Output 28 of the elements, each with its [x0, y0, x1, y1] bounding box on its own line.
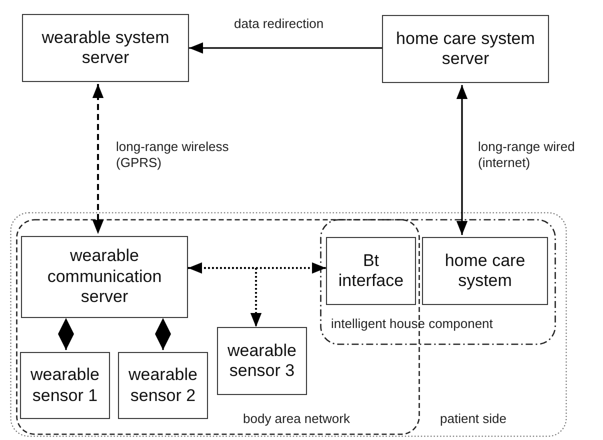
process-box: [217, 327, 307, 395]
process-box: [326, 237, 416, 305]
arrow: [189, 42, 382, 54]
box-label: home care system server: [395, 28, 536, 70]
box-label: wearable communication server: [46, 246, 163, 308]
arrow: [92, 84, 104, 234]
diamond-connector: [155, 318, 171, 350]
process-box: [21, 236, 188, 318]
region-outline: [10, 212, 567, 437]
process-box: [422, 237, 548, 305]
process-box: [382, 15, 549, 83]
process-box: [118, 352, 208, 419]
box-label: Bt interface: [337, 250, 405, 292]
process-box: [22, 14, 189, 82]
region-label: patient side: [440, 411, 506, 426]
box-label: wearable sensor 3: [226, 340, 298, 382]
region-outline: [320, 219, 556, 345]
diamond-connector: [58, 318, 74, 350]
box-label: wearable system server: [40, 28, 170, 68]
arrow: [456, 85, 468, 235]
box-label: wearable sensor 2: [128, 365, 198, 406]
box-label: home care system: [444, 250, 526, 292]
region-label: body area network: [243, 411, 350, 426]
arrow: [188, 262, 326, 274]
region-label: intelligent house component: [331, 316, 493, 331]
process-box: [20, 352, 110, 419]
box-label: wearable sensor 1: [30, 365, 100, 406]
arrow: [188, 267, 262, 327]
